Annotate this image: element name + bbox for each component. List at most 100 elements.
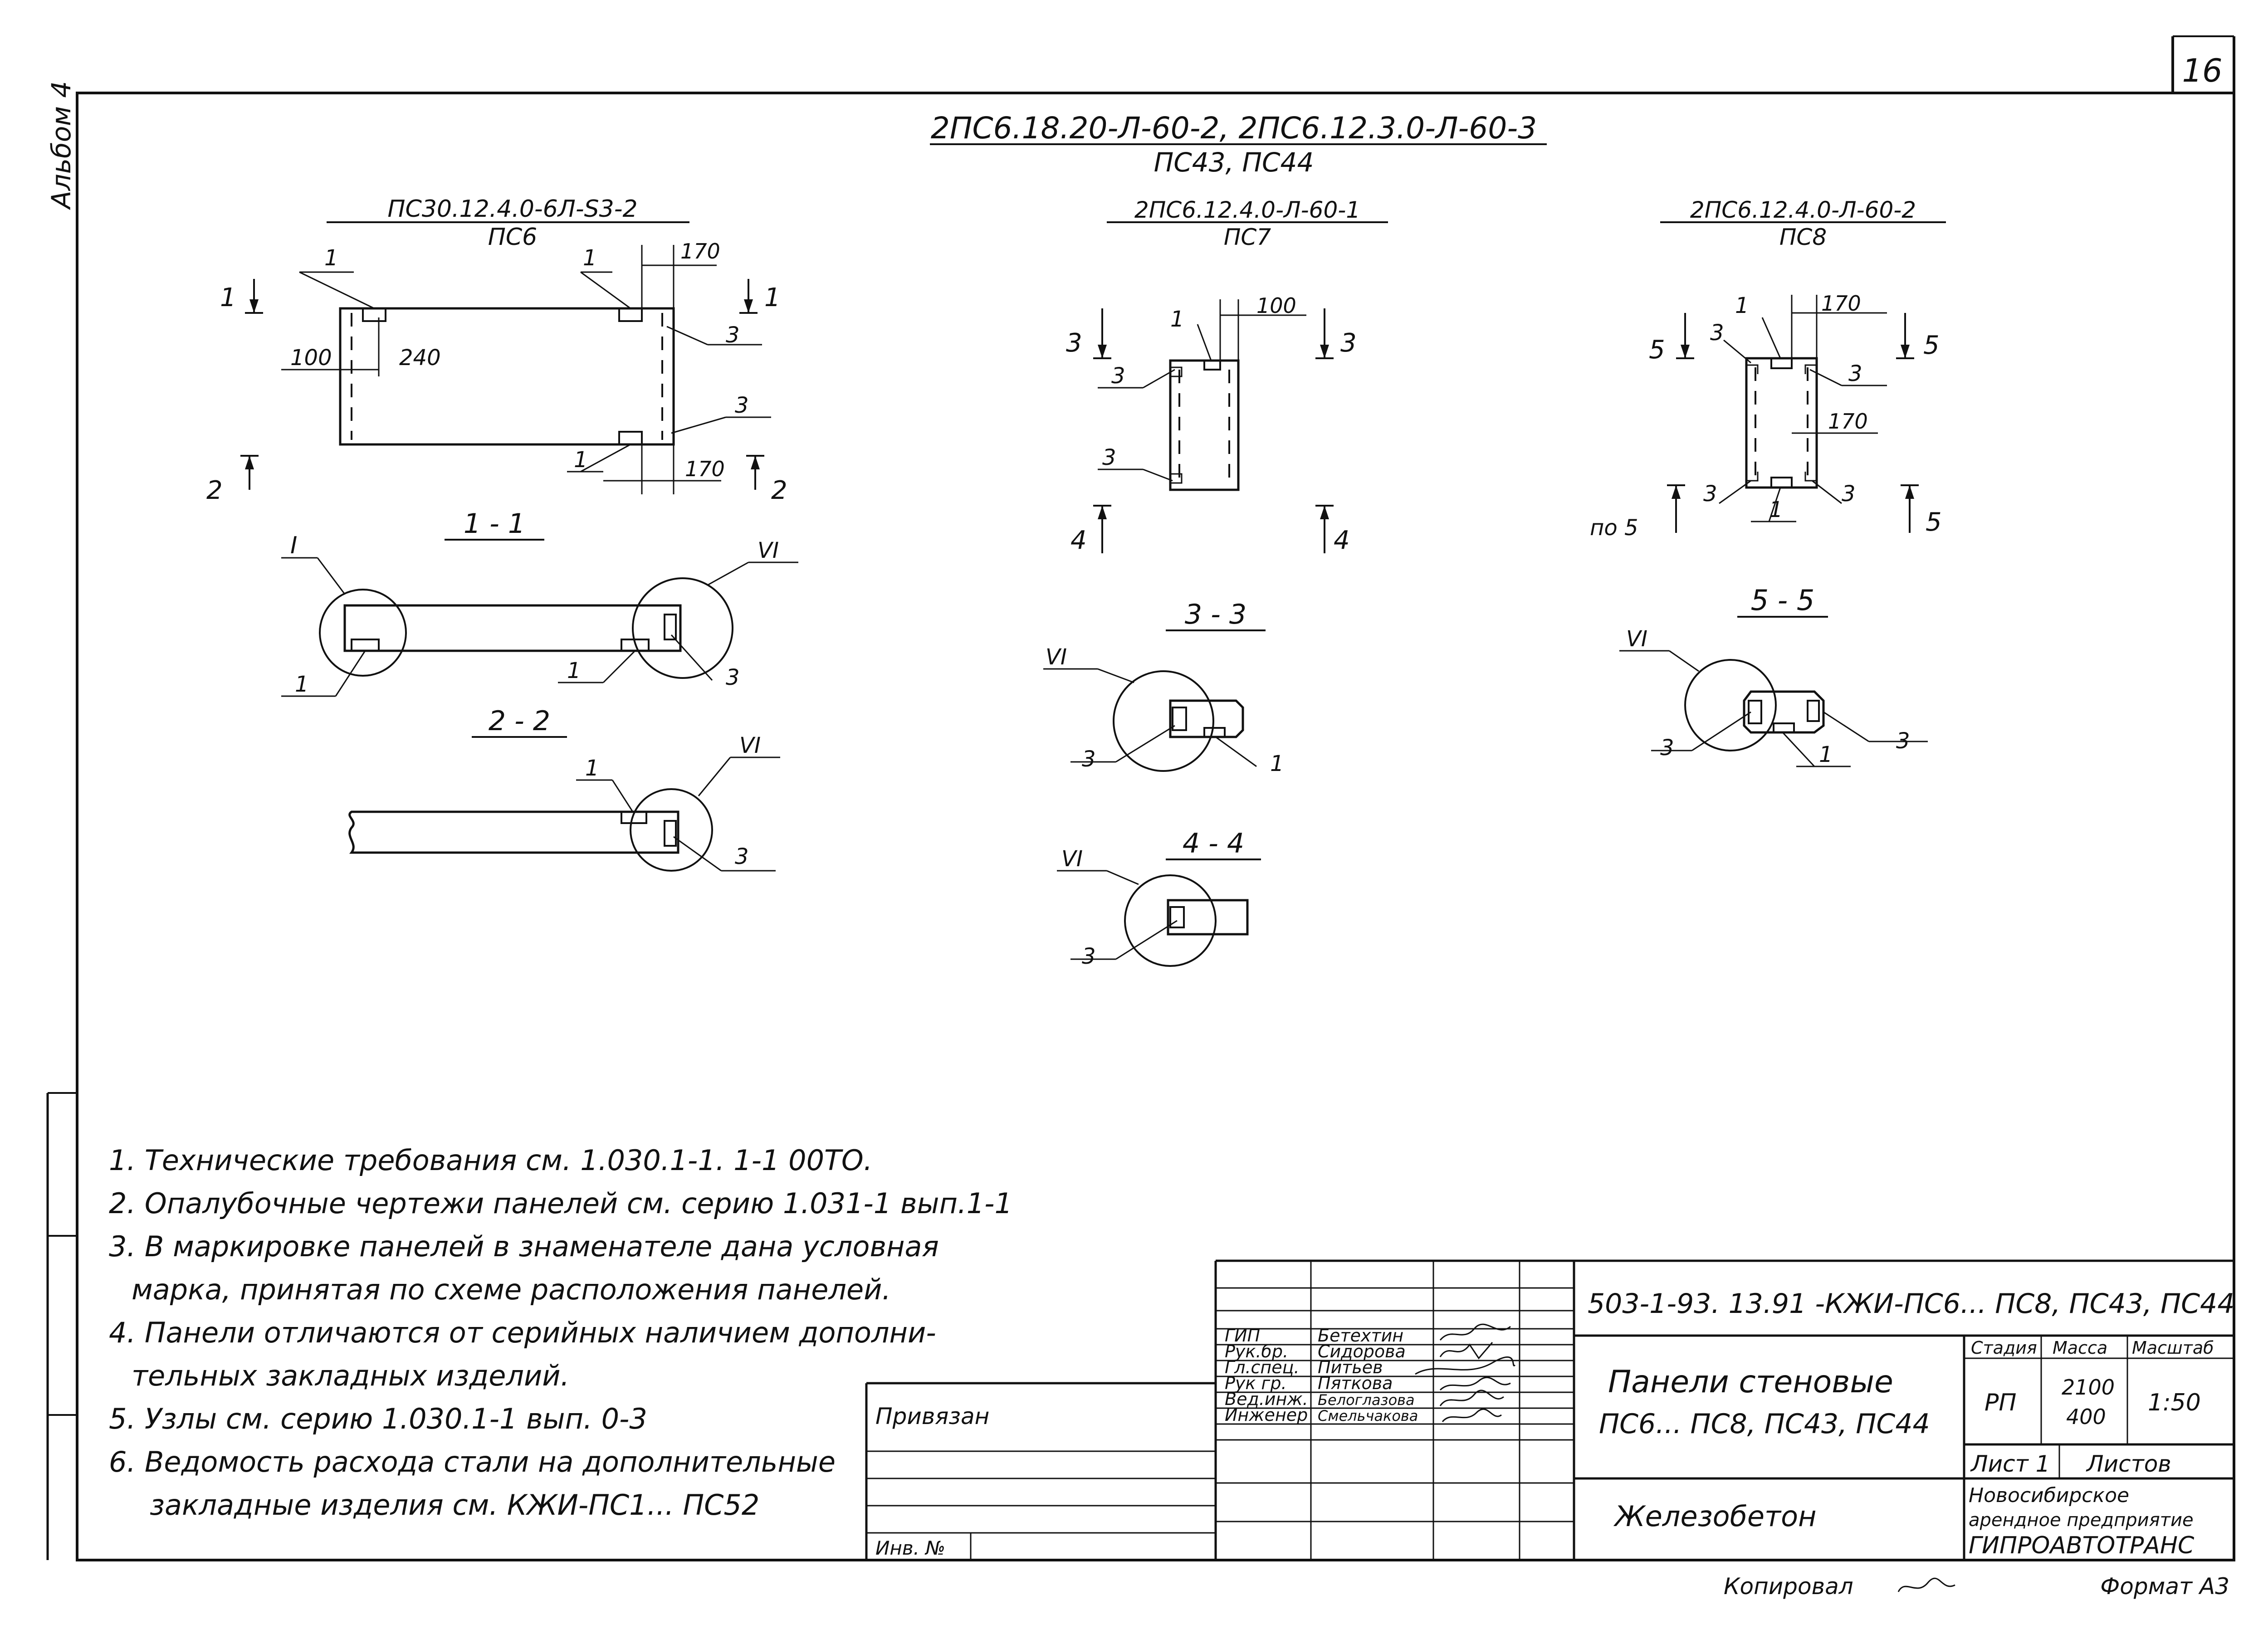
org-line-1: Новосибирское xyxy=(1969,1484,2129,1507)
svg-text:3: 3 xyxy=(1848,361,1862,386)
svg-text:1: 1 xyxy=(567,658,581,683)
title-block: Привязан Инв. № ГИП Рук.бр. Гл.спец. Рук… xyxy=(865,1259,2234,1560)
svg-text:1: 1 xyxy=(585,756,599,781)
section-4-4: 4 - 4 VI 3 xyxy=(1057,828,1261,969)
general-notes: 1. Технические требования см. 1.030.1-1.… xyxy=(109,1144,1012,1522)
copier-signature xyxy=(1897,1577,1955,1592)
scale-value: 1:50 xyxy=(2148,1389,2201,1416)
stage-header: Стадия xyxy=(1971,1338,2037,1358)
ps6-name: ПС6 xyxy=(488,224,538,251)
ps8-mark: 2ПС6.12.4.0-Л-60-2 xyxy=(1690,197,1916,223)
svg-text:5: 5 xyxy=(1649,335,1665,365)
role-inzh: Инженер xyxy=(1225,1405,1308,1425)
svg-text:3: 3 xyxy=(1660,735,1674,761)
svg-text:VI: VI xyxy=(739,733,761,758)
svg-text:4: 4 xyxy=(1070,526,1087,555)
sheet-frame xyxy=(76,92,2235,1561)
role-glspec: Гл.спец. xyxy=(1225,1357,1300,1377)
title-line-1: Панели стеновые xyxy=(1608,1364,1893,1400)
note-6: 6. Ведомость расхода стали на дополнител… xyxy=(109,1445,836,1478)
name-smelchakova: Смельчакова xyxy=(1318,1407,1418,1424)
svg-text:VI: VI xyxy=(758,538,779,563)
svg-text:3: 3 xyxy=(1066,328,1082,358)
note-2: 2. Опалубочные чертежи панелей см. серию… xyxy=(109,1187,1012,1220)
mass-value-2: 400 xyxy=(2066,1405,2106,1429)
dim-170-bottom: 170 xyxy=(685,457,725,481)
name-beloglazova: Белоглазова xyxy=(1318,1391,1415,1409)
svg-text:5: 5 xyxy=(1926,507,1942,537)
format-label: Формат А3 xyxy=(2100,1573,2229,1600)
dim-170-ps8-top: 170 xyxy=(1821,291,1861,316)
ps6-mark: ПС30.12.4.0-6Л-S3-2 xyxy=(387,195,637,223)
section-1-1: 1 - 1 I VI 1 1 3 xyxy=(281,508,798,697)
sheets-label: Листов xyxy=(2086,1451,2171,1477)
svg-text:3: 3 xyxy=(1102,445,1116,470)
section-1-1-title: 1 - 1 xyxy=(464,508,525,540)
svg-text:1: 1 xyxy=(1735,293,1749,318)
svg-text:3: 3 xyxy=(1896,728,1910,754)
role-rukgr: Рук гр. xyxy=(1225,1373,1287,1393)
section-3-3-title: 3 - 3 xyxy=(1185,599,1246,630)
name-pitev: Питьев xyxy=(1318,1357,1383,1377)
svg-text:2: 2 xyxy=(206,476,223,505)
note-5: 5. Узлы см. серию 1.030.1-1 вып. 0-3 xyxy=(109,1402,647,1435)
svg-text:I: I xyxy=(290,532,297,559)
header-names: ПС43, ПС44 xyxy=(1154,147,1314,178)
name-sidorova: Сидорова xyxy=(1318,1341,1406,1361)
svg-text:3: 3 xyxy=(726,322,740,348)
svg-text:1: 1 xyxy=(1769,497,1783,522)
material-label: Железобетон xyxy=(1613,1500,1817,1533)
svg-text:1: 1 xyxy=(583,245,597,271)
svg-text:3: 3 xyxy=(735,393,749,418)
dim-170-top: 170 xyxy=(680,239,720,263)
mass-header: Масса xyxy=(2053,1338,2107,1358)
svg-text:VI: VI xyxy=(1046,644,1067,670)
header-marks: 2ПС6.18.20-Л-60-2, 2ПС6.12.3.0-Л-60-3 xyxy=(931,111,1537,146)
svg-text:1: 1 xyxy=(574,447,588,473)
dim-170-ps8-mid: 170 xyxy=(1828,409,1868,434)
title-line-2: ПС6... ПС8, ПС43, ПС44 xyxy=(1599,1408,1930,1440)
document-code: 503-1-93. 13.91 -КЖИ-ПС6... ПС8, ПС43, П… xyxy=(1588,1288,2234,1320)
role-rukbr: Рук.бр. xyxy=(1225,1341,1288,1361)
svg-text:1: 1 xyxy=(1819,742,1833,767)
note-1: 1. Технические требования см. 1.030.1-1.… xyxy=(109,1144,872,1177)
privyazan-label: Привязан xyxy=(875,1403,989,1429)
role-gip: ГИП xyxy=(1225,1326,1260,1346)
note-6-cont: закладные изделия см. КЖИ-ПС1... ПС52 xyxy=(150,1488,759,1522)
dim-240: 240 xyxy=(399,345,441,371)
view-ps6: ПС30.12.4.0-6Л-S3-2 ПС6 100 240 170 170 … xyxy=(206,195,787,505)
org-line-3: ГИПРОАВТОТРАНС xyxy=(1969,1532,2195,1559)
inv-label: Инв. № xyxy=(875,1537,945,1559)
note-3-cont: марка, принятая по схеме расположения па… xyxy=(132,1273,891,1306)
role-vedinzh: Вед.инж. xyxy=(1225,1389,1308,1409)
dim-100-ps6: 100 xyxy=(290,345,332,371)
section-2-2-title: 2 - 2 xyxy=(489,705,550,737)
album-label: Альбом 4 xyxy=(46,81,77,210)
scale-header: Масштаб xyxy=(2132,1338,2214,1358)
svg-text:3: 3 xyxy=(1082,944,1096,969)
svg-text:5: 5 xyxy=(1923,331,1940,360)
svg-text:3: 3 xyxy=(1703,481,1717,507)
svg-text:VI: VI xyxy=(1626,626,1647,652)
section-3-3: 3 - 3 VI 3 1 xyxy=(1043,599,1284,776)
signatures xyxy=(1415,1323,1516,1423)
svg-text:1: 1 xyxy=(295,672,309,697)
svg-text:3: 3 xyxy=(1710,320,1724,346)
sheet-label: Лист 1 xyxy=(1970,1451,2050,1477)
copied-label: Копировал xyxy=(1724,1573,1853,1600)
svg-text:3: 3 xyxy=(1082,746,1096,772)
svg-text:3: 3 xyxy=(1842,481,1856,507)
name-betekhtin: Бетехтин xyxy=(1318,1326,1403,1346)
svg-text:по 5: по 5 xyxy=(1590,515,1638,541)
view-ps7: 2ПС6.12.4.0-Л-60-1 ПС7 100 1 3 3 3 3 4 xyxy=(1066,197,1388,555)
svg-text:3: 3 xyxy=(1340,328,1357,358)
name-pyatkova: Пяткова xyxy=(1318,1373,1393,1393)
svg-text:1: 1 xyxy=(764,283,781,312)
svg-text:3: 3 xyxy=(726,665,740,690)
svg-text:VI: VI xyxy=(1061,846,1083,872)
svg-text:4: 4 xyxy=(1334,526,1350,555)
svg-text:2: 2 xyxy=(771,476,787,505)
view-ps8: 2ПС6.12.4.0-Л-60-2 ПС8 170 170 1 3 3 3 3… xyxy=(1590,197,1946,541)
org-line-2: арендное предприятие xyxy=(1969,1510,2194,1531)
